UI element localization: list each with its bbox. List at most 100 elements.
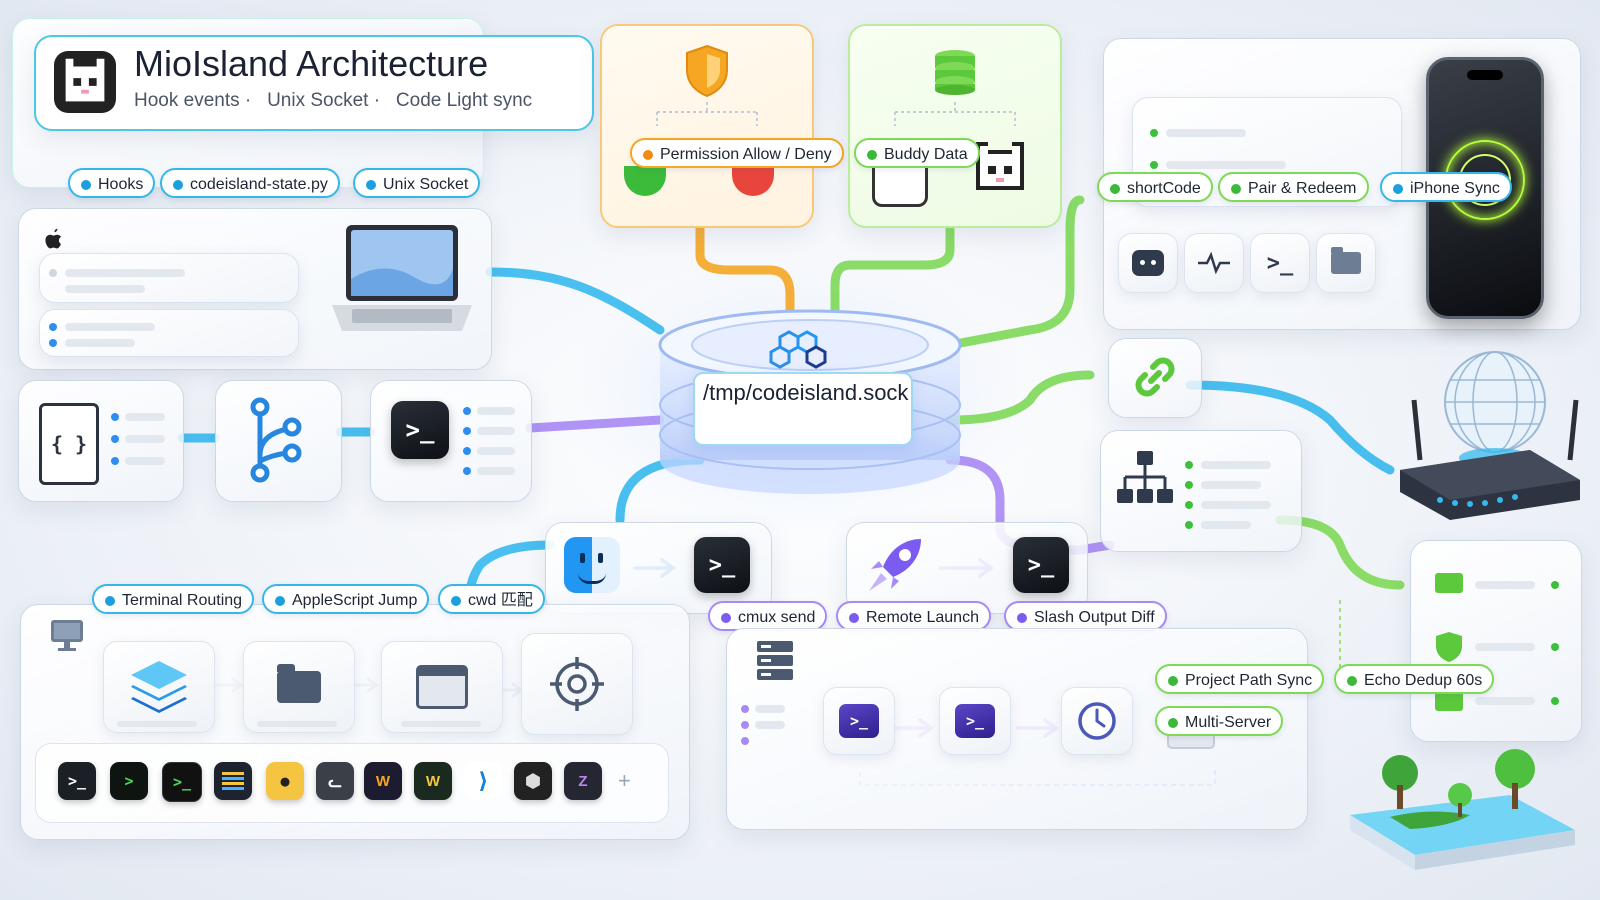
terminal-icon: >_ [391, 401, 449, 459]
terminal-app-dock: >_ > >_ ● ᓚ W W ⟩ ⬢ Z + [35, 743, 669, 823]
cube-app-icon[interactable]: ⬢ [514, 762, 552, 800]
list-dot [463, 447, 471, 455]
shield-icon [686, 44, 728, 98]
list-line [1201, 521, 1251, 529]
chip-project-path-sync: Project Path Sync [1155, 664, 1325, 694]
laptop-icon [332, 225, 472, 331]
warp-alt-app-icon[interactable]: W [414, 762, 452, 800]
chat-icon [1132, 250, 1164, 276]
monitor-icon [51, 620, 83, 651]
list-dot [741, 737, 749, 745]
chip-buddy-data: Buddy Data [854, 138, 980, 168]
link-card [1108, 338, 1202, 418]
list-dot [463, 407, 471, 415]
list-dot [49, 269, 57, 277]
list-line [125, 435, 165, 443]
add-app-button[interactable]: + [618, 768, 631, 793]
rocket-icon [869, 539, 921, 591]
terminal-icon: >_ [955, 704, 995, 738]
list-line [125, 413, 165, 421]
list-dot [741, 705, 749, 713]
buddy-box-icon [872, 168, 928, 207]
list-dot [1551, 697, 1559, 705]
clock-tile [1061, 687, 1133, 755]
pixel-cat-app-icon[interactable]: ᓚ [316, 762, 354, 800]
list-line [477, 467, 515, 475]
chip-cwd-match: cwd 匹配 [438, 584, 545, 614]
zed-app-icon[interactable]: Z [564, 762, 602, 800]
warp-app-icon[interactable]: W [364, 762, 402, 800]
crosshair-icon [550, 657, 604, 711]
mac-panel [18, 208, 492, 370]
header-subtitle: Hook events · Unix Socket · Code Light s… [134, 90, 532, 112]
pixel-cat-icon [65, 58, 105, 102]
layers-tile [103, 641, 215, 733]
json-glyph: { } [50, 432, 88, 456]
list-line [65, 269, 185, 277]
folder-tile [243, 641, 355, 733]
list-dot [1185, 481, 1193, 489]
buddy-branch-lines [894, 102, 1016, 126]
pipe-buddy-to-hub [830, 220, 955, 335]
page-title: MioIsland Architecture [134, 43, 489, 84]
chip-echo-dedup: Echo Dedup 60s [1334, 664, 1495, 694]
deny-icon [732, 166, 774, 196]
target-tile [521, 633, 633, 735]
terminal-app-icon[interactable]: >_ [58, 762, 96, 800]
list-line [755, 705, 785, 713]
folder-tile [1316, 233, 1376, 293]
chip-iphone-sync: iPhone Sync [1380, 172, 1512, 202]
socket-label-box: /tmp/codeisland.sock [693, 372, 913, 446]
right-security-panel [1410, 540, 1582, 742]
header-logo [54, 51, 116, 113]
list-line [1201, 501, 1271, 509]
permission-branch-lines [656, 102, 758, 126]
json-card: { } [18, 380, 184, 502]
pipe-phone-to-hub [945, 195, 1085, 350]
subtitle-unix-socket: Unix Socket · [267, 90, 381, 111]
list-dot [111, 435, 119, 443]
list-line [65, 323, 155, 331]
list-line [1475, 581, 1535, 589]
chip-slash-output-diff: Slash Output Diff [1004, 601, 1167, 631]
remote-terminal-tile-2: >_ [939, 687, 1011, 755]
terminal-icon: >_ [1013, 537, 1069, 593]
list-dot [49, 323, 57, 331]
pipe-mac-to-hub [485, 267, 665, 335]
list-dot [111, 457, 119, 465]
notes-app-icon[interactable] [214, 762, 252, 800]
island-icon [1350, 749, 1575, 870]
router-globe-icon [1400, 351, 1580, 520]
terminal-icon: >_ [1266, 250, 1294, 276]
folder-icon [1435, 573, 1463, 593]
chip-applescript-jump: AppleScript Jump [262, 584, 430, 614]
chip-hooks: Hooks [68, 168, 156, 198]
mac-list-card-1 [39, 253, 299, 303]
chip-permission: Permission Allow / Deny [630, 138, 844, 168]
chip-multi-server: Multi-Server [1155, 706, 1284, 736]
ghostty-app-icon[interactable]: >_ [162, 762, 202, 802]
terminal-card: >_ [370, 380, 532, 502]
server-icon [757, 641, 793, 680]
subtitle-code-light: Code Light sync [395, 90, 533, 111]
iterm-app-icon[interactable]: > [110, 762, 148, 800]
pipe-permission-to-hub [695, 220, 795, 335]
branch-card [215, 380, 342, 502]
list-dot [111, 413, 119, 421]
list-line [117, 721, 197, 727]
window-tile [381, 641, 503, 733]
list-dot [1185, 501, 1193, 509]
remote-panel: >_ [846, 522, 1088, 614]
header-card: MioIsland Architecture Hook events · Uni… [34, 35, 594, 131]
list-dot [1551, 643, 1559, 651]
apps-row: >_ > >_ ● ᓚ W W ⟩ ⬢ Z + [58, 762, 658, 802]
chat-tile [1118, 233, 1178, 293]
subtitle-hook-events: Hook events · [134, 90, 252, 111]
pulse-icon [1198, 251, 1230, 275]
buddy-panel [848, 24, 1062, 228]
chip-terminal-routing: Terminal Routing [92, 584, 255, 614]
list-line [477, 407, 515, 415]
list-dot [1185, 461, 1193, 469]
pixel-buddy-app-icon[interactable]: ● [266, 762, 304, 800]
vscode-app-icon[interactable]: ⟩ [464, 762, 502, 800]
